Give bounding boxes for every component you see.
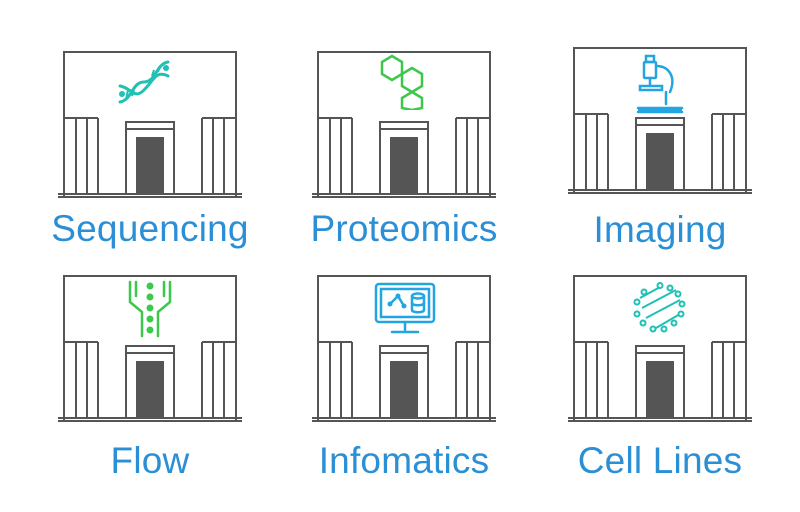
building-outline — [58, 275, 242, 422]
microscope-icon — [636, 54, 684, 119]
facility-flow[interactable]: Flow — [30, 272, 270, 512]
dna-helix-icon — [114, 54, 174, 115]
flow-cytometry-icon — [126, 280, 174, 343]
facility-label: Infomatics — [318, 440, 490, 481]
building-outline — [312, 51, 496, 198]
data-monitor-icon — [374, 282, 436, 343]
facility-proteomics[interactable]: Proteomics — [284, 48, 524, 288]
hexagon-molecule-icon — [378, 54, 430, 115]
building-outline — [312, 275, 496, 422]
facility-infomatics[interactable]: Infomatics — [284, 272, 524, 512]
facility-sequencing[interactable]: Sequencing — [30, 48, 270, 288]
facility-label: Proteomics — [310, 208, 498, 249]
facility-cell-lines[interactable]: Cell Lines — [540, 272, 780, 512]
building-outline — [58, 51, 242, 198]
cell-line-icon — [632, 282, 688, 339]
facility-label: Imaging — [593, 209, 727, 250]
building-outline — [568, 275, 752, 422]
facility-label: Cell Lines — [577, 440, 743, 481]
facility-label: Flow — [110, 440, 190, 481]
facility-label: Sequencing — [51, 208, 249, 249]
building-outline — [568, 47, 752, 194]
facility-imaging[interactable]: Imaging — [540, 44, 780, 284]
